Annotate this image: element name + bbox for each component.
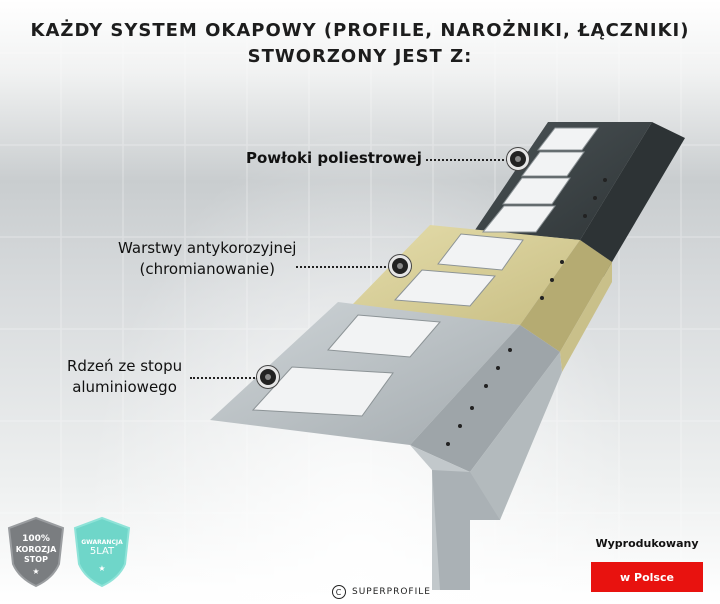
label-core-line-2: aluminiowego — [72, 378, 177, 396]
flange-perforations — [251, 127, 599, 417]
label-core-line-1: Rdzeń ze stopu — [67, 357, 183, 375]
made-in-label: Wyprodukowany — [595, 537, 699, 550]
title-line-1: KAŻDY SYSTEM OKAPOWY (PROFILE, NAROŻNIKI… — [30, 20, 690, 41]
made-in-country-badge: w Polsce — [591, 562, 703, 592]
star-icon: ★ — [32, 567, 40, 576]
shield-icon — [7, 516, 65, 588]
label-polyester-coating: Powłoki poliestrowej — [246, 149, 422, 167]
leader-core — [190, 377, 258, 379]
polyester-side-face — [580, 122, 685, 262]
shield-icon — [73, 516, 131, 588]
marker-core — [257, 366, 279, 388]
marker-polyester — [507, 148, 529, 170]
warranty-badge: GWARANCJA 5LAT ★ — [73, 516, 131, 588]
warranty-badge-line-2: 5LAT — [89, 546, 115, 557]
aluminium-front-lip — [432, 470, 500, 590]
corrosion-badge-line-3: STOP — [24, 555, 48, 564]
label-aluminium-core: Rdzeń ze stopu aluminiowego — [67, 356, 182, 398]
corrosion-badge-line-1: 100% — [22, 534, 50, 544]
corrosion-badge-line-2: KOROZJA — [15, 545, 57, 554]
label-anticorrosion-line-2: (chromianowanie) — [139, 260, 275, 278]
label-anticorrosion-layer: Warstwy antykorozyjnej (chromianowanie) — [118, 238, 296, 280]
chromate-side-face — [520, 240, 612, 352]
marker-anticorrosion — [389, 255, 411, 277]
aluminium-side-face — [410, 325, 560, 472]
title-line-2: STWORZONY JEST Z: — [247, 46, 473, 67]
leader-polyester — [426, 159, 508, 161]
made-in-country: w Polsce — [620, 570, 674, 584]
leader-anticorrosion — [296, 266, 390, 268]
warranty-badge-line-1: GWARANCJA — [81, 539, 123, 546]
copyright-icon: C — [332, 585, 346, 599]
corrosion-stop-badge: 100% KOROZJA STOP ★ — [7, 516, 65, 588]
star-icon: ★ — [98, 564, 106, 573]
label-anticorrosion-line-1: Warstwy antykorozyjnej — [118, 239, 297, 257]
chromate-front-face — [560, 262, 612, 372]
side-perforation-row — [446, 178, 607, 446]
aluminium-drip-edge — [470, 352, 562, 520]
brand-name: SUPERPROFILE — [352, 587, 431, 597]
page-title: KAŻDY SYSTEM OKAPOWY (PROFILE, NAROŻNIKI… — [0, 18, 720, 70]
brand-mark: C SUPERPROFILE — [332, 584, 431, 600]
